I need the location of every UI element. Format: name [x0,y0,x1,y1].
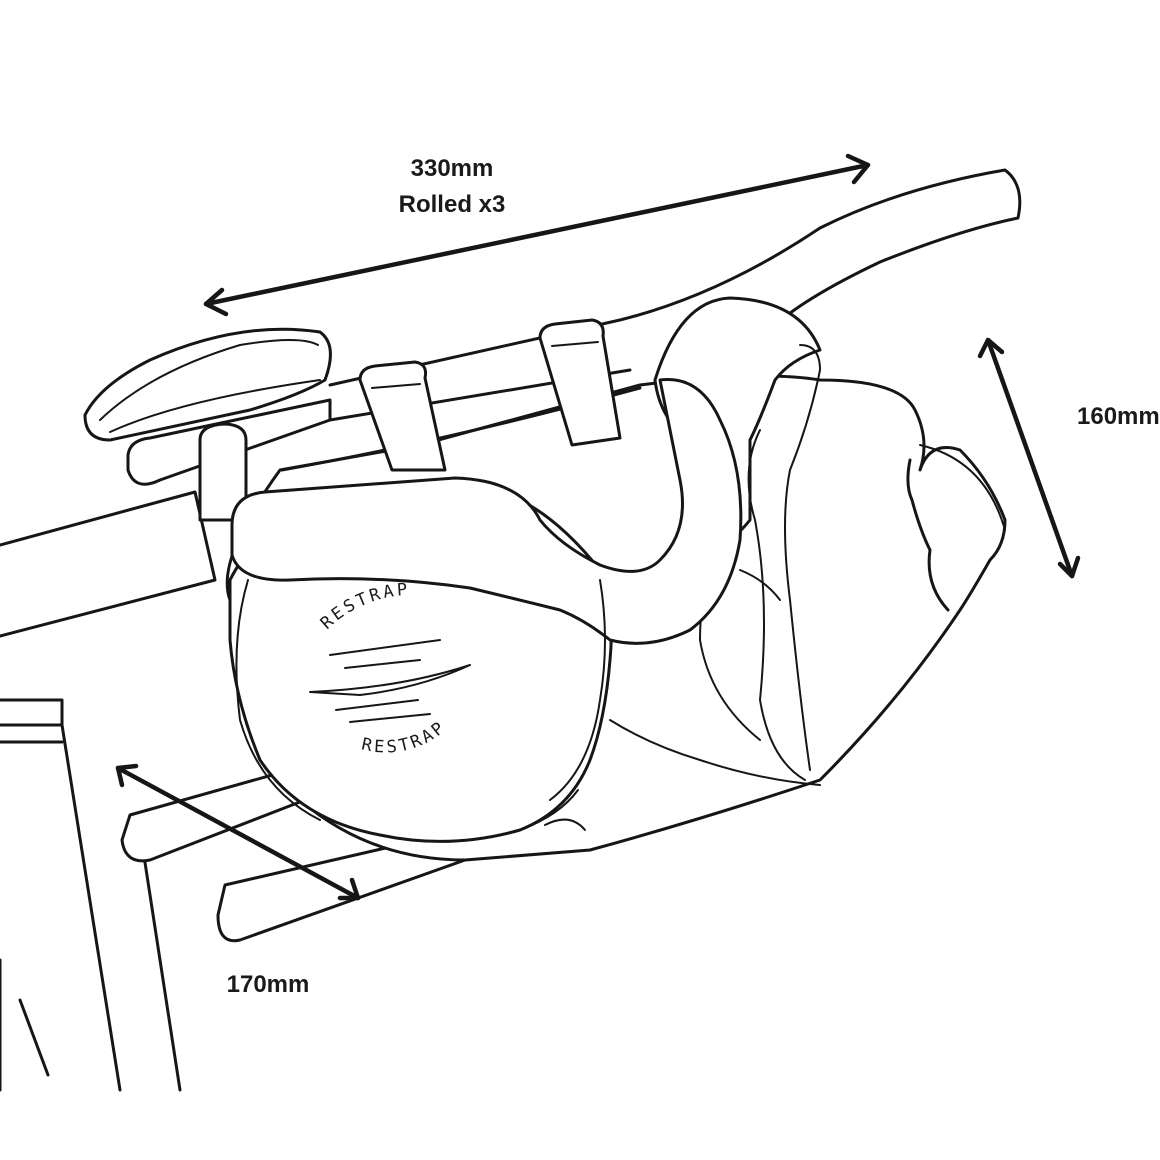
height-arrow [977,337,1081,579]
length-arrow [203,153,871,317]
depth-label: 170mm [227,971,310,998]
length-label: 330mm [411,155,494,182]
length-note: Rolled x3 [399,191,506,218]
depth-arrow [115,763,361,901]
bike-frame [0,490,217,1092]
rail-straps [358,318,622,472]
bike-saddle [83,327,332,522]
height-label: 160mm [1077,403,1160,430]
